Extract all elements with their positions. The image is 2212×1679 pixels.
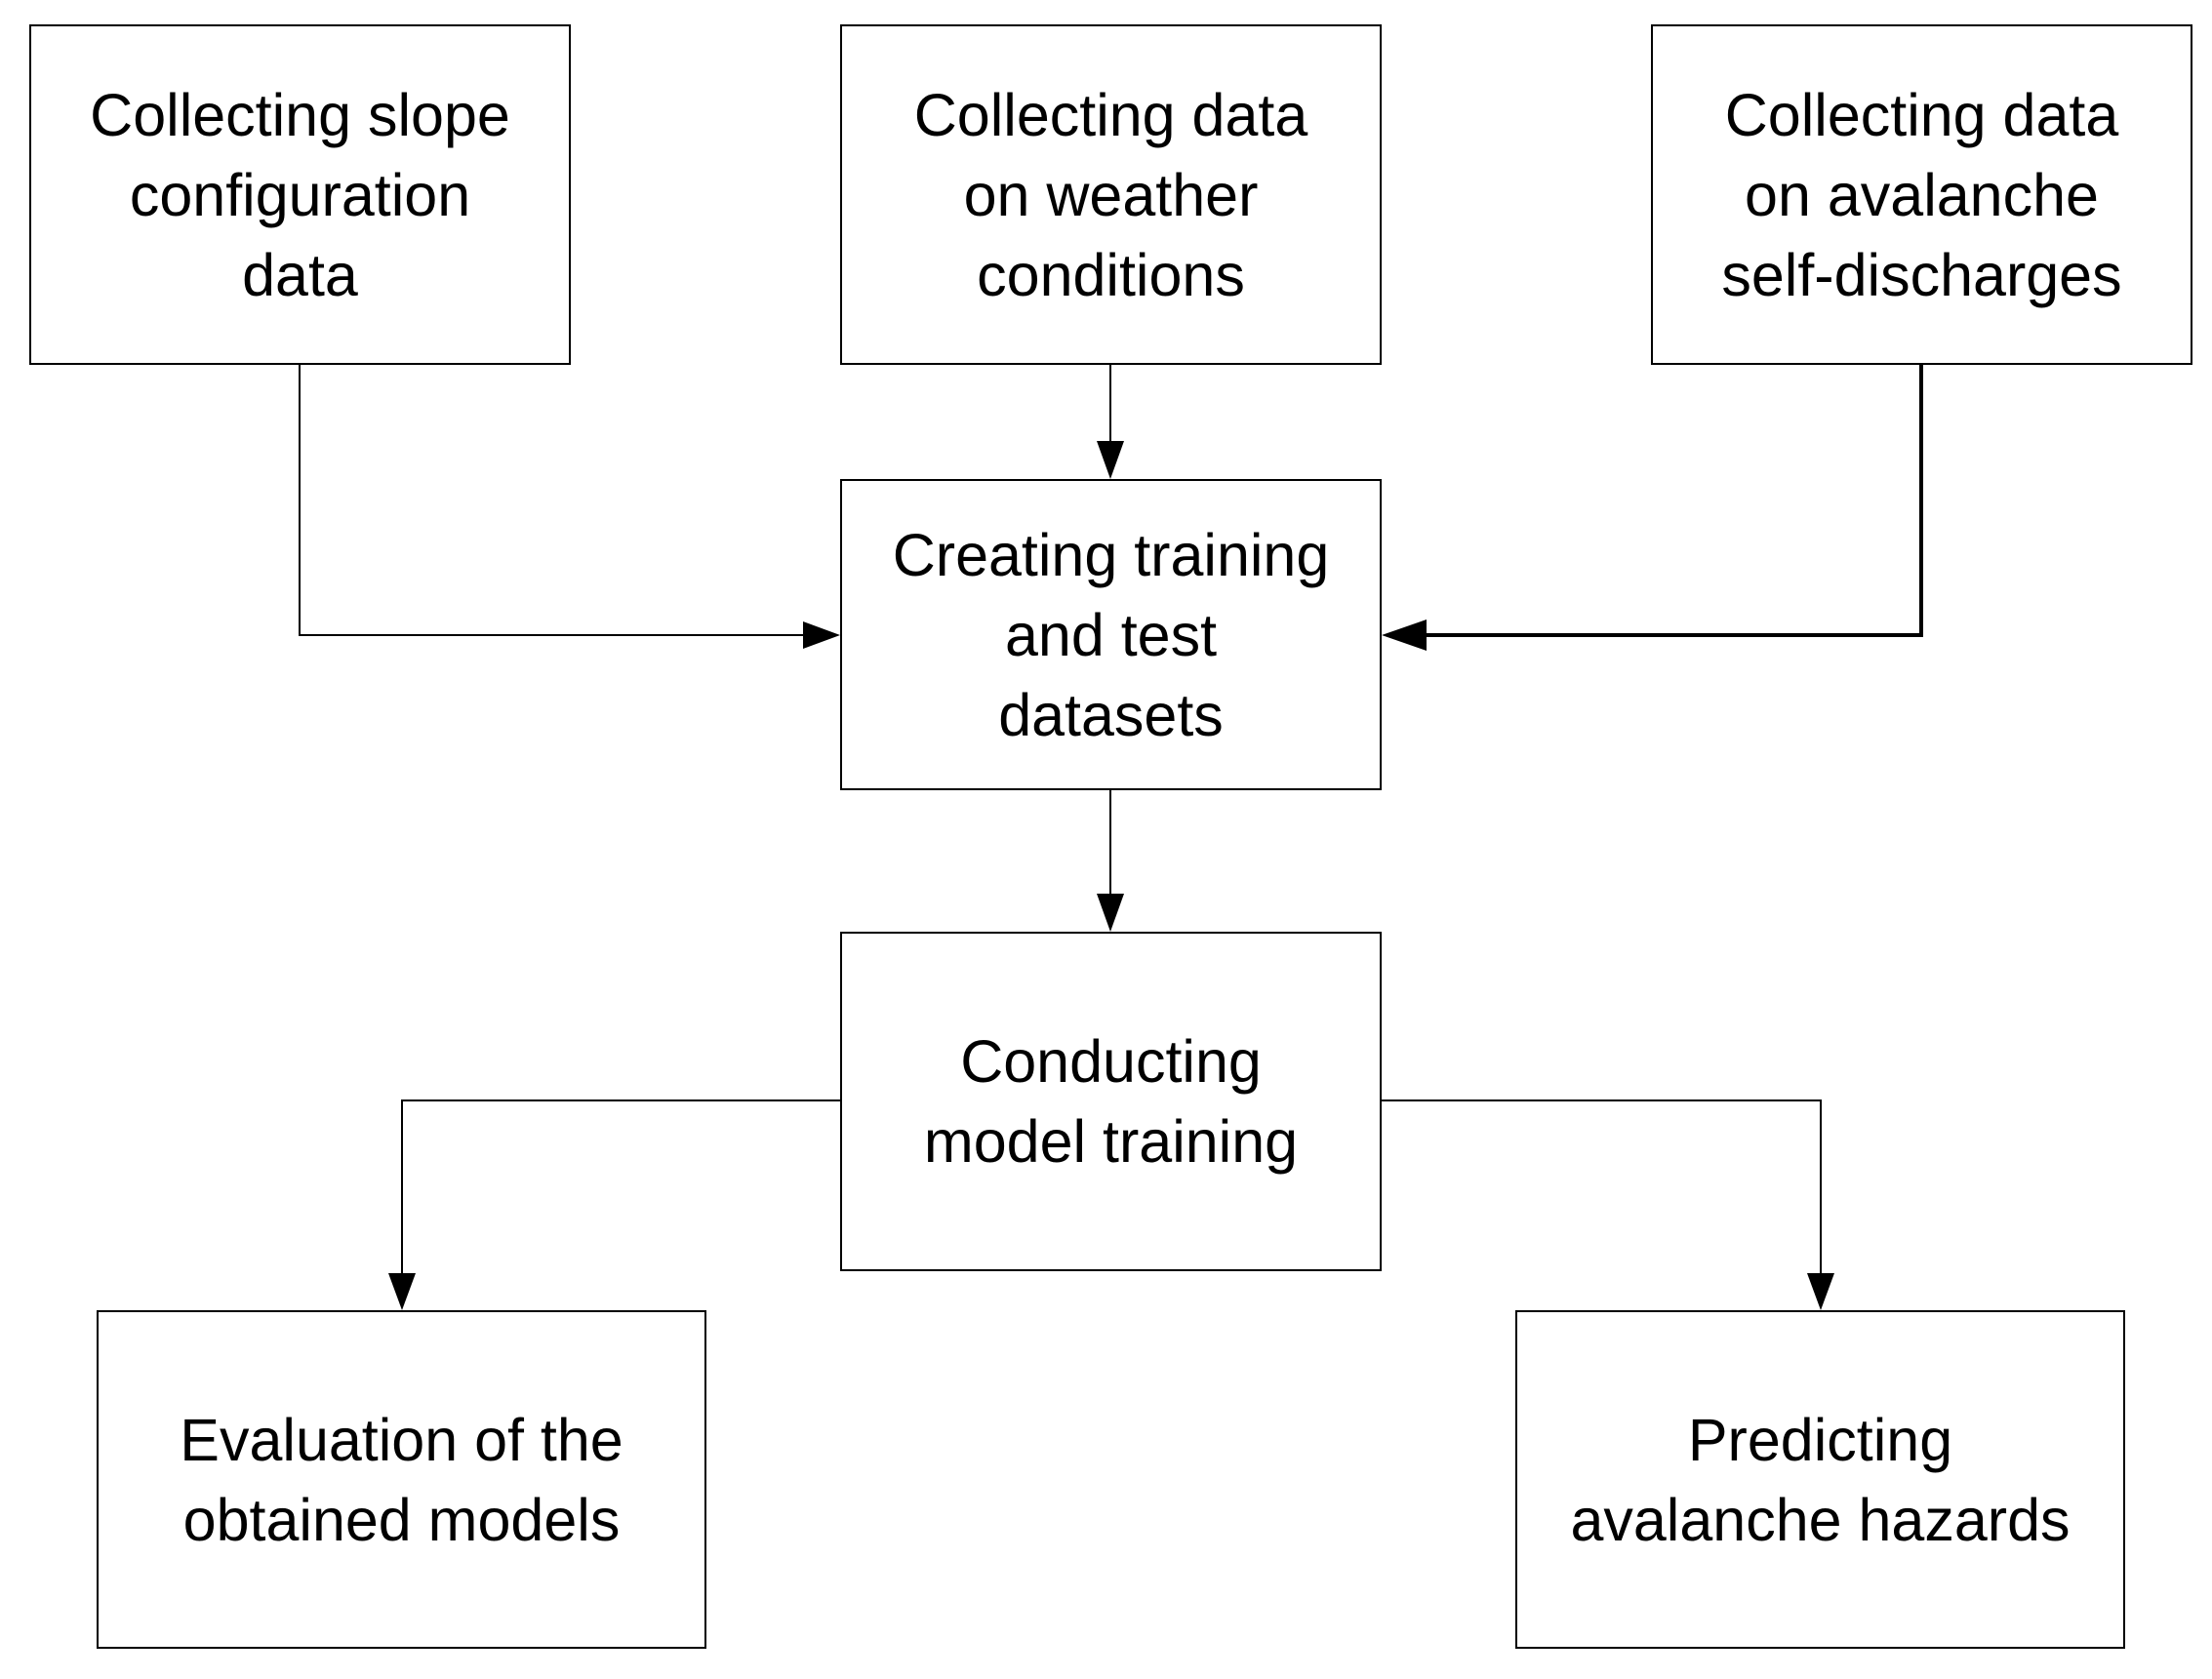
box-collecting-avalanche-data: Collecting data on avalanche self-discha…: [1651, 24, 2192, 365]
box-text-line: configuration: [129, 161, 471, 228]
box-creating-datasets: Creating training and test datasets: [840, 479, 1382, 790]
box-evaluation: Evaluation of the obtained models: [97, 1310, 706, 1649]
box-text-line: Conducting: [960, 1028, 1262, 1095]
box-text-line: self-discharges: [1721, 241, 2122, 308]
box-text-line: conditions: [977, 241, 1245, 308]
box-collecting-weather-data: Collecting data on weather conditions: [840, 24, 1382, 365]
box-model-training: Conducting model training: [840, 932, 1382, 1271]
arrowhead-training-to-evaluation: [388, 1273, 416, 1310]
connector-training-to-evaluation: [401, 1099, 840, 1273]
box-text-line: Collecting data: [913, 81, 1308, 148]
box-text-line: data: [242, 241, 358, 308]
box-text-line: Collecting data: [1724, 81, 2119, 148]
box-text-line: Predicting: [1687, 1406, 1953, 1473]
box-collecting-slope-configuration: Collecting slope configuration data: [29, 24, 571, 365]
connector-avalanche-to-datasets: [1423, 365, 1923, 637]
box-text-line: Evaluation of the: [180, 1406, 623, 1473]
box-text-line: and test: [1004, 601, 1218, 668]
arrowhead-datasets-to-training: [1097, 894, 1124, 932]
box-prediction: Predicting avalanche hazards: [1515, 1310, 2125, 1649]
box-text-line: datasets: [998, 681, 1224, 748]
connector-slope-to-datasets: [299, 365, 803, 636]
box-text-line: model training: [923, 1108, 1299, 1175]
arrowhead-training-to-prediction: [1807, 1273, 1834, 1310]
box-text-line: obtained models: [182, 1486, 621, 1553]
box-text-line: avalanche hazards: [1570, 1486, 2071, 1553]
arrowhead-avalanche-to-datasets: [1382, 620, 1427, 651]
box-text-line: on weather: [963, 161, 1259, 228]
arrowhead-slope-to-datasets: [803, 621, 840, 649]
box-text-line: Creating training: [892, 521, 1330, 588]
arrowhead-weather-to-datasets: [1097, 441, 1124, 479]
connector-training-to-prediction: [1382, 1099, 1822, 1273]
box-text-line: on avalanche: [1745, 161, 2099, 228]
box-text-line: Collecting slope: [90, 81, 510, 148]
